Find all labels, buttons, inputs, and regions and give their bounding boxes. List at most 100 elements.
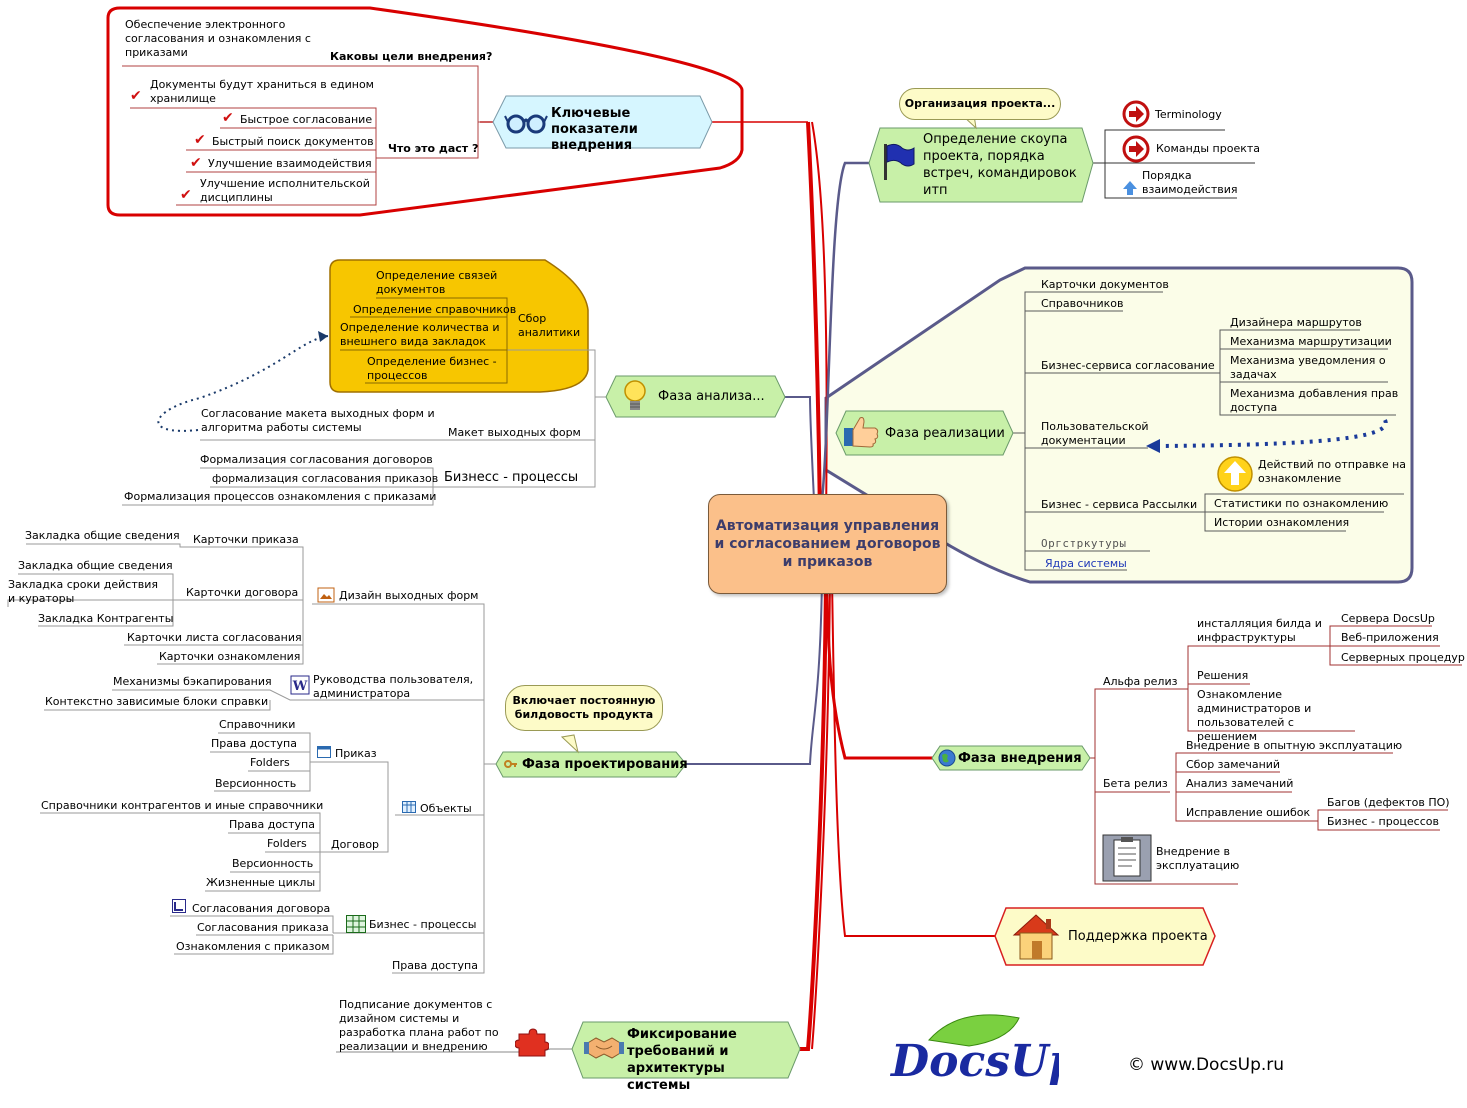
lightbulb-icon [620, 378, 650, 414]
kpi-lines [122, 65, 493, 206]
beta-item: Исправление ошибок [1186, 806, 1311, 819]
alpha-install-sub: Серверных процедур [1341, 651, 1465, 664]
svg-text:W: W [292, 679, 308, 694]
deploy-alpha[interactable]: Альфа релиз [1103, 675, 1178, 688]
main-trunks [480, 121, 1000, 1051]
order-sub: Права доступа [211, 737, 297, 750]
spreadsheet-icon [346, 915, 366, 933]
analysis-node-title[interactable]: Фаза анализа... [658, 389, 765, 404]
analytics-group-label[interactable]: Сбор аналитики [518, 312, 581, 339]
image-icon [317, 587, 335, 603]
design-node-shape [495, 751, 687, 778]
globe-icon [938, 749, 956, 767]
objects-label[interactable]: Объекты [420, 802, 472, 815]
analytics-item: Определение справочников [353, 303, 517, 316]
bp-label[interactable]: Бизнесс - процессы [444, 470, 579, 485]
realization-item-core[interactable]: Ядра системы [1045, 557, 1127, 570]
order-sub: Folders [250, 756, 290, 769]
realization-dotted-link [1159, 419, 1388, 448]
design-lines [7, 543, 496, 974]
contract-card-sub: Закладка сроки действия и кураторы [8, 578, 158, 605]
realization-node-title[interactable]: Фаза реализации [885, 426, 1005, 441]
beta-item: Анализ замечаний [1186, 777, 1294, 790]
flag-icon [880, 142, 916, 182]
forms-label[interactable]: Дизайн выходных форм [339, 589, 479, 602]
requirements-note: Подписание документов с дизайном системы… [339, 998, 499, 1053]
manuals-sub: Механизмы бэкапирования [113, 675, 272, 688]
kpi-benefit-item: Документы будут храниться в едином храни… [150, 78, 374, 105]
analytics-boundary [329, 259, 589, 393]
analysis-node-shape [605, 375, 786, 418]
analytics-inner-lines [340, 297, 508, 384]
kpi-benefit-item: Быстрый поиск документов [212, 135, 374, 148]
alpha-solutions: Решения [1197, 669, 1249, 682]
contract-sub: Жизненные циклы [206, 876, 316, 889]
manuals-sub: Контекстно зависимые блоки справки [45, 695, 269, 708]
design-node-title[interactable]: Фаза проектирования [522, 757, 688, 772]
kpi-node-shape [492, 95, 713, 149]
order-card-sub: Закладка общие сведения [25, 529, 180, 542]
realization-item-cards[interactable]: Карточки документов [1041, 278, 1169, 291]
realization-item-mailing[interactable]: Бизнес - сервиса Рассылки [1041, 498, 1198, 511]
puzzle-icon [515, 1028, 549, 1058]
key-icon [504, 758, 518, 770]
alpha-intro: Ознакомление администраторов и пользоват… [1197, 688, 1312, 743]
approval-sub-item: Механизма уведомления о задачах [1230, 354, 1386, 381]
realization-item-org[interactable]: Оргстркутуры [1041, 537, 1127, 550]
deploy-prod[interactable]: Внедрение в эксплуатацию [1156, 845, 1240, 872]
up-arrow-icon [1122, 180, 1138, 196]
contract-label[interactable]: Договор [331, 838, 380, 851]
scope-node-title[interactable]: Определение скоупа проекта, порядка встр… [923, 132, 1077, 198]
scope-item-terminology[interactable]: Terminology [1155, 108, 1222, 121]
window-icon [317, 746, 331, 758]
kpi-benefit-item: Улучшение исполнительской дисциплины [200, 177, 370, 204]
realization-lines [1013, 291, 1404, 571]
realization-item-docs[interactable]: Пользовательской документации [1041, 420, 1149, 447]
house-icon [1010, 911, 1062, 961]
central-topic[interactable]: Автоматизация управления и согласованием… [708, 494, 947, 594]
approval-card: Карточки листа согласования [127, 631, 302, 644]
order-sub: Версионность [215, 777, 297, 790]
analytics-item: Определение количества и внешнего вида з… [340, 321, 500, 348]
order-label[interactable]: Приказ [335, 747, 377, 760]
scope-item-teams[interactable]: Команды проекта [1156, 142, 1261, 155]
approval-sub-item: Дизайнера маршрутов [1230, 316, 1362, 329]
bp-item: формализация согласования приказов [212, 472, 439, 485]
bp-item: Формализация процессов ознакомления с пр… [124, 490, 437, 503]
up-arrow-icon [1216, 455, 1254, 493]
requirements-node-title[interactable]: Фиксирование требований и архитектуры си… [627, 1027, 737, 1093]
design-bp-label[interactable]: Бизнес - процессы [369, 918, 477, 931]
design-access[interactable]: Права доступа [392, 959, 478, 972]
kpi-benefits-label[interactable]: Что это даст ? [388, 142, 479, 155]
support-node-title[interactable]: Поддержка проекта [1068, 929, 1208, 944]
contract-sub: Версионность [232, 857, 314, 870]
requirements-node-shape [571, 1021, 801, 1079]
beta-fix-sub: Бизнес - процессов [1327, 815, 1439, 828]
realization-item-actions[interactable]: Действий по отправке на ознакомление [1258, 458, 1407, 485]
alpha-install-sub: Сервера DocsUp [1341, 612, 1435, 625]
alpha-install-sub: Веб-приложения [1341, 631, 1439, 644]
contract-sub: Folders [267, 837, 307, 850]
scope-lines [1093, 129, 1255, 199]
order-card: Карточки приказа [193, 533, 299, 546]
layout-label[interactable]: Макет выходных форм [448, 426, 581, 439]
deploy-node-title[interactable]: Фаза внедрения [958, 751, 1082, 766]
thumbs-up-icon [842, 414, 880, 450]
mailing-sub-item: Статистики по ознакомлению [1214, 497, 1389, 510]
contract-sub: Справочники контрагентов и иные справочн… [41, 799, 324, 812]
kpi-goals-label[interactable]: Каковы цели внедрения? [330, 50, 493, 63]
checkmark-icon: ✔ [194, 132, 206, 148]
scope-item-interaction[interactable]: Порядка взаимодействия [1142, 169, 1238, 196]
kpi-node-title[interactable]: Ключевые показатели внедрения [551, 106, 638, 153]
manuals-label[interactable]: Руководства пользователя, администратора [313, 673, 474, 700]
realization-item-approval[interactable]: Бизнес-сервиса согласование [1041, 359, 1215, 372]
realization-item-refs[interactable]: Справочников [1041, 297, 1124, 310]
beta-fix-sub: Багов (дефектов ПО) [1327, 796, 1450, 809]
arrow-right-icon [1122, 100, 1150, 128]
deploy-beta[interactable]: Бета релиз [1103, 777, 1168, 790]
checkmark-icon: ✔ [190, 155, 202, 171]
order-sub: Справочники [219, 718, 296, 731]
design-bp-sub: Согласования приказа [197, 921, 329, 934]
analysis-lines [122, 349, 606, 506]
checkmark-icon: ✔ [130, 88, 142, 104]
